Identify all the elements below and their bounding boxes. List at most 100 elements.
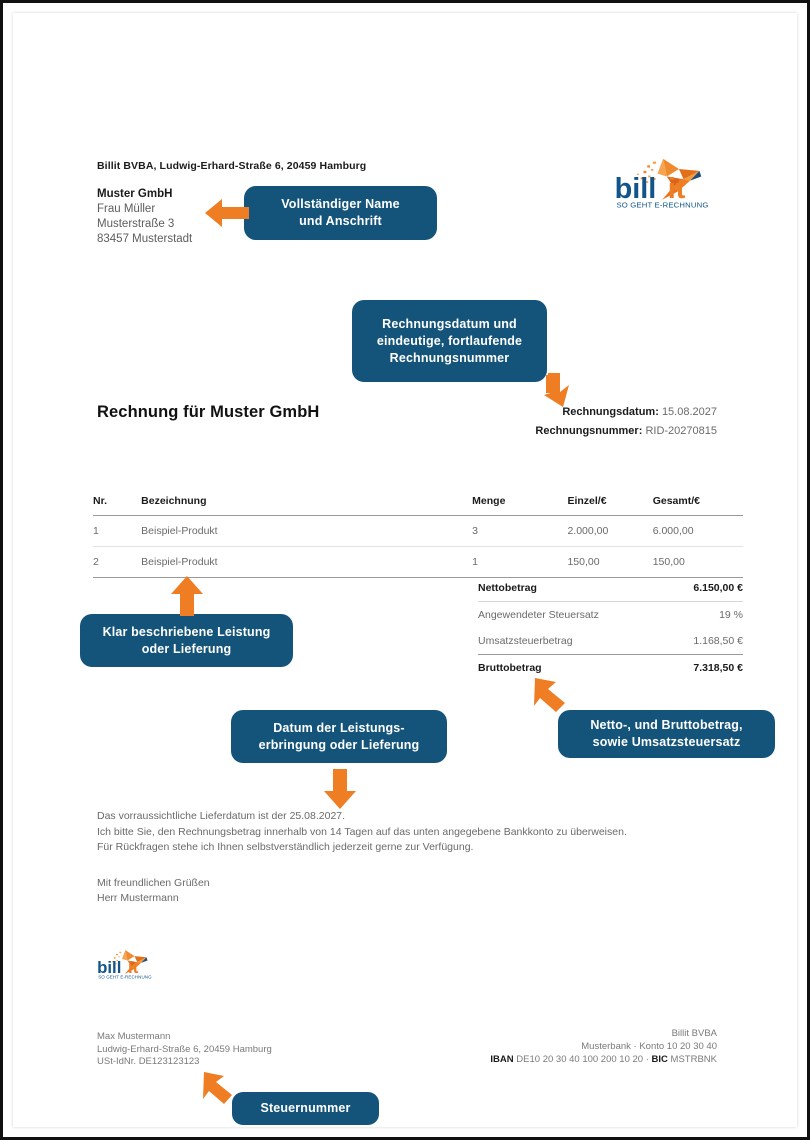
origami-bird-icon	[636, 158, 702, 200]
col-header-menge: Menge	[472, 495, 568, 516]
totals-label-umsatzsteuer: Umsatzsteuerbetrag	[478, 635, 573, 647]
recipient-city: 83457 Musterstadt	[97, 233, 193, 245]
callout-service-date-line1: Datum der Leistungs-	[273, 720, 405, 735]
cell-gesamt: 150,00	[652, 546, 743, 578]
totals-row-netto: Nettobetrag 6.150,00 €	[478, 575, 743, 602]
callout-service-description-line2: oder Lieferung	[141, 641, 232, 656]
table-row: 1 Beispiel-Produkt 3 2.000,00 6.000,00	[93, 515, 743, 547]
footer-company: Billit BVBA	[671, 1028, 717, 1039]
callout-amounts: Netto-, und Bruttobetrag, sowie Umsatzst…	[558, 710, 775, 758]
logo-tagline: SO GEHT E-RECHNUNG	[616, 201, 708, 210]
totals-row-brutto: Bruttobetrag 7.318,50 €	[478, 654, 743, 681]
line-items-table: Nr. Bezeichnung Menge Einzel/€ Gesamt/€ …	[93, 495, 743, 578]
cell-menge: 3	[472, 515, 568, 547]
callout-name-address-line2: und Anschrift	[299, 214, 382, 228]
invoice-number-label: Rechnungsnummer:	[535, 425, 643, 437]
body-line-delivery-date: Das vorraussichtliche Lieferdatum ist de…	[97, 810, 346, 822]
invoice-date-row: Rechnungsdatum: 15.08.2027	[535, 403, 717, 422]
totals-value-steuersatz: 19 %	[719, 609, 743, 621]
logo-word-it-small: it	[128, 958, 139, 977]
billit-logo-icon-small: bill it SO GEHT E-RECHNUNG	[97, 950, 152, 980]
origami-bird-icon-small	[112, 950, 148, 975]
totals-value-umsatzsteuer: 1.168,50 €	[693, 635, 743, 647]
col-header-gesamt: Gesamt/€	[652, 495, 743, 516]
table-header-row: Nr. Bezeichnung Menge Einzel/€ Gesamt/€	[93, 495, 743, 516]
invoice-number-row: Rechnungsnummer: RID-20270815	[535, 422, 717, 441]
logo-word-it: it	[668, 173, 686, 205]
arrow-upleft-to-tax-number	[203, 1072, 232, 1104]
logo-word-bill-small: bill	[97, 958, 121, 977]
callout-name-address: Vollständiger Name und Anschrift	[244, 186, 437, 240]
callout-amounts-line2: sowie Umsatzsteuersatz	[592, 735, 741, 749]
body-line-questions: Für Rückfragen stehe ich Ihnen selbstver…	[97, 841, 474, 853]
totals-label-brutto: Bruttobetrag	[478, 654, 666, 681]
totals-row-steuersatz: Angewendeter Steuersatz 19 %	[478, 602, 743, 629]
billit-logo-header: bill it SO GEHT E-RECHNUNG	[608, 155, 748, 215]
footer-iban-value: DE10 20 30 40 100 200 10 20	[516, 1054, 644, 1065]
invoice-meta: Rechnungsdatum: 15.08.2027 Rechnungsnumm…	[535, 403, 717, 441]
arrow-down-to-delivery-date	[324, 769, 356, 809]
arrow-upleft-to-totals	[534, 678, 565, 712]
arrow-down-to-invoice-meta	[544, 373, 569, 407]
body-line-payment-terms: Ich bitte Sie, den Rechnungsbetrag inner…	[97, 825, 627, 838]
table-row: 2 Beispiel-Produkt 1 150,00 150,00	[93, 546, 743, 578]
billit-logo-footer: bill it SO GEHT E-RECHNUNG	[93, 948, 175, 985]
paper-sheet: Billit BVBA, Ludwig-Erhard-Straße 6, 204…	[13, 13, 797, 1127]
logo-word-bill: bill	[615, 173, 657, 205]
recipient-address-block: Muster GmbH Frau Müller Musterstraße 3 8…	[97, 187, 192, 247]
footer-sender-details: Max Mustermann Ludwig-Erhard-Straße 6, 2…	[97, 1031, 272, 1069]
sign-off-name: Herr Mustermann	[97, 892, 179, 904]
footer-bic-label: BIC	[651, 1054, 668, 1065]
callout-tax-number-line1: Steuernummer	[260, 1101, 351, 1115]
callout-service-description-line1: Klar beschriebene Leistung	[102, 624, 271, 639]
footer-tax-id: USt-IdNr. DE123123123	[97, 1056, 200, 1067]
footer-bic-value: MSTRBNK	[670, 1054, 717, 1065]
callout-date-number-line2: eindeutige, fortlaufende	[376, 333, 523, 348]
totals-value-netto: 6.150,00 €	[665, 575, 743, 602]
callout-name-address-line1: Vollständiger Name	[281, 197, 400, 211]
footer-bank-account: Musterbank · Konto 10 20 30 40	[581, 1041, 717, 1052]
callout-service-date: Datum der Leistungs- erbringung oder Lie…	[231, 710, 447, 763]
callout-service-date-line2: erbringung oder Lieferung	[258, 737, 420, 752]
invoice-date-value: 15.08.2027	[661, 406, 717, 418]
callout-service-description: Klar beschriebene Leistung oder Lieferun…	[80, 614, 293, 667]
callout-date-number-line3: Rechnungsnummer	[389, 350, 510, 365]
sign-off-block: Mit freundlichen Grüßen Herr Mustermann	[97, 876, 210, 906]
totals-label-netto: Nettobetrag	[478, 575, 666, 602]
cell-einzel: 150,00	[567, 546, 653, 578]
footer-sender-address: Ludwig-Erhard-Straße 6, 20459 Hamburg	[97, 1043, 272, 1055]
totals-label-steuersatz: Angewendeter Steuersatz	[478, 609, 599, 621]
logo-tagline-small: SO GEHT E-RECHNUNG	[98, 975, 152, 980]
sender-address-line: Billit BVBA, Ludwig-Erhard-Straße 6, 204…	[97, 160, 367, 172]
cell-gesamt: 6.000,00	[652, 515, 743, 547]
recipient-company: Muster GmbH	[97, 188, 173, 200]
totals-value-brutto: 7.318,50 €	[665, 654, 743, 681]
arrow-left-to-address	[205, 199, 249, 227]
invoice-title: Rechnung für Muster GmbH	[97, 403, 320, 421]
sign-off-greeting: Mit freundlichen Grüßen	[97, 877, 210, 889]
billit-logo-icon: bill it SO GEHT E-RECHNUNG	[615, 158, 708, 210]
footer-bank-details: Billit BVBA Musterbank · Konto 10 20 30 …	[490, 1027, 717, 1066]
callout-date-number-line1: Rechnungsdatum und	[382, 316, 517, 331]
footer-separator: ·	[645, 1054, 649, 1065]
footer-sender-name: Max Mustermann	[97, 1031, 171, 1042]
col-header-einzel: Einzel/€	[567, 495, 653, 516]
invoice-date-label: Rechnungsdatum:	[562, 406, 659, 418]
invoice-body-text: Das vorraussichtliche Lieferdatum ist de…	[97, 809, 627, 856]
col-header-desc: Bezeichnung	[141, 495, 473, 516]
totals-table: Nettobetrag 6.150,00 € Angewendeter Steu…	[478, 575, 743, 681]
cell-nr: 2	[93, 546, 142, 578]
cell-einzel: 2.000,00	[567, 515, 653, 547]
invoice-number-value: RID-20270815	[645, 425, 717, 437]
cell-menge: 1	[472, 546, 568, 578]
callout-tax-number: Steuernummer	[232, 1092, 379, 1125]
callout-date-number: Rechnungsdatum und eindeutige, fortlaufe…	[352, 300, 547, 382]
cell-desc: Beispiel-Produkt	[141, 546, 473, 578]
cell-desc: Beispiel-Produkt	[141, 515, 473, 547]
recipient-street: Musterstraße 3	[97, 218, 175, 230]
footer-iban-bic-row: IBAN DE10 20 30 40 100 200 10 20 · BIC M…	[490, 1053, 717, 1066]
cell-nr: 1	[93, 515, 142, 547]
footer-iban-label: IBAN	[490, 1054, 514, 1065]
callout-amounts-line1: Netto-, und Bruttobetrag,	[590, 718, 743, 732]
